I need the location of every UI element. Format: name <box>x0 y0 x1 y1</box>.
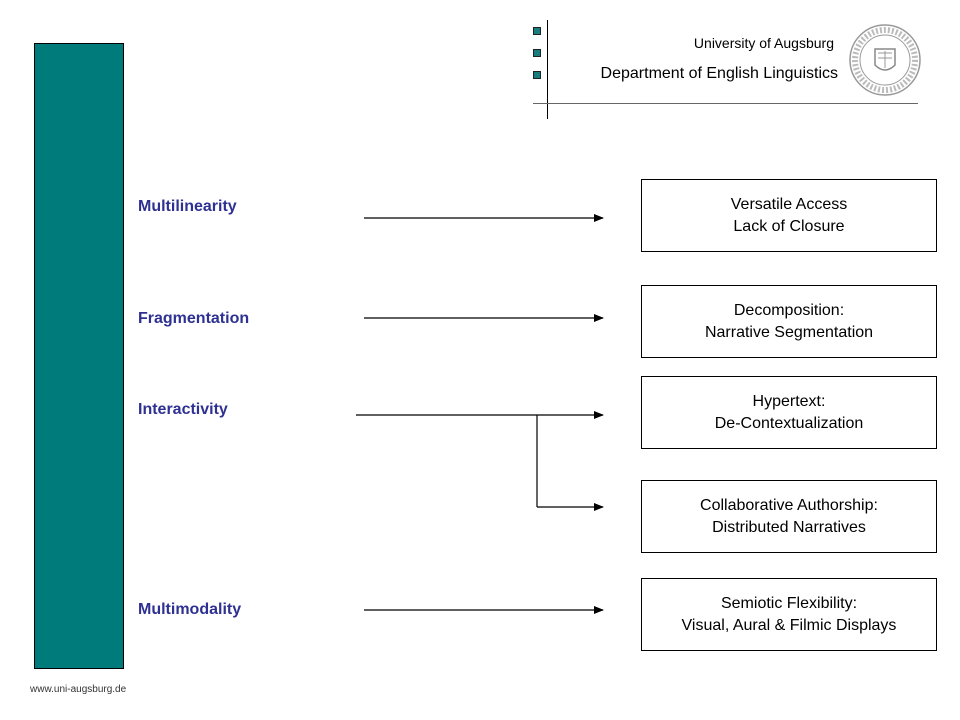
header-vertical-rule <box>547 20 548 119</box>
box-line: Hypertext: <box>752 392 826 410</box>
header-horizontal-rule <box>533 103 918 104</box>
header-square-3 <box>533 71 541 79</box>
box-line: Semiotic Flexibility: <box>720 594 858 612</box>
label-fragmentation: Fragmentation <box>138 310 250 327</box>
box-line: Narrative Segmentation <box>704 323 874 341</box>
header-square-1 <box>533 27 541 35</box>
box-hypertext: Hypertext: De-Contextualization <box>641 376 937 449</box>
footer-url: www.uni-augsburg.de <box>30 684 127 695</box>
university-name: University of Augsburg <box>693 35 834 51</box>
box-line: De-Contextualization <box>714 414 864 432</box>
department-name: Department of English Linguistics <box>600 65 838 82</box>
box-collaborative-authorship: Collaborative Authorship: Distributed Na… <box>641 480 937 553</box>
university-seal-logo <box>849 24 921 96</box>
box-line: Decomposition: <box>733 301 845 319</box>
side-accent-bar <box>34 43 124 669</box>
box-versatile-access: Versatile Access Lack of Closure <box>641 179 937 252</box>
label-multilinearity: Multilinearity <box>138 198 237 215</box>
box-line: Lack of Closure <box>733 217 845 235</box>
box-decomposition: Decomposition: Narrative Segmentation <box>641 285 937 358</box>
box-line: Visual, Aural & Filmic Displays <box>681 616 897 634</box>
box-line: Collaborative Authorship: <box>700 496 878 514</box>
label-multimodality: Multimodality <box>138 601 242 618</box>
box-line: Versatile Access <box>730 195 848 213</box>
box-line: Distributed Narratives <box>712 518 866 536</box>
box-semiotic-flexibility: Semiotic Flexibility: Visual, Aural & Fi… <box>641 578 937 651</box>
label-interactivity: Interactivity <box>138 401 228 418</box>
header-square-2 <box>533 49 541 57</box>
